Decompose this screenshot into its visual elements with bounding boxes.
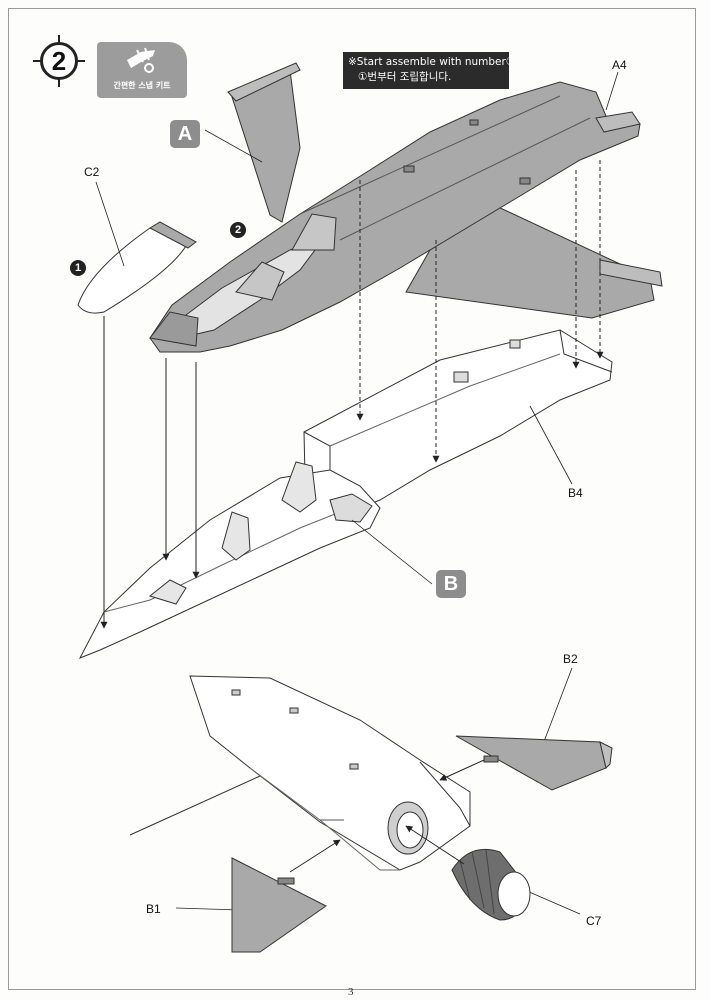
assembly-tag-a: A: [170, 120, 200, 148]
snap-kit-label: 간편한 스냅 키트: [113, 81, 171, 90]
part-label-a4: A4: [612, 58, 627, 72]
arrow-b2: [439, 759, 485, 781]
nose-cone-part-c2: [77, 221, 197, 314]
sequence-marker-2: 2: [230, 222, 246, 238]
upper-fuselage-part-a: [149, 62, 663, 353]
note-line-english: ※Start assemble with number①.: [348, 56, 519, 68]
part-label-c7: C7: [586, 914, 602, 928]
stabilizer-part-b1: [231, 857, 327, 953]
part-label-b1: B1: [146, 902, 161, 916]
page-number: 3: [348, 986, 354, 998]
arrow-c7: [405, 825, 465, 865]
arrow-b1: [289, 839, 341, 873]
assembly-tag-b: B: [436, 570, 466, 598]
instruction-note: ※Start assemble with number①. ①번부터 조립합니다…: [343, 52, 519, 89]
step-number: 2: [40, 42, 78, 80]
exhaust-nozzle-part-c7: [451, 848, 531, 921]
part-label-b4: B4: [568, 486, 583, 500]
sequence-marker-1: 1: [70, 260, 86, 276]
page-frame: [8, 8, 696, 990]
rear-fuselage-detail: [129, 675, 471, 871]
part-label-c2: C2: [84, 165, 100, 179]
part-label-b2: B2: [563, 652, 578, 666]
alignment-guides: [100, 160, 604, 629]
note-line-korean: ①번부터 조립합니다.: [358, 71, 452, 83]
snap-plane-icon: [127, 47, 155, 73]
snap-kit-badge: 간편한 스냅 키트: [97, 42, 187, 98]
stabilizer-part-b2: [455, 735, 613, 791]
lower-fuselage-part-b: [78, 461, 381, 659]
